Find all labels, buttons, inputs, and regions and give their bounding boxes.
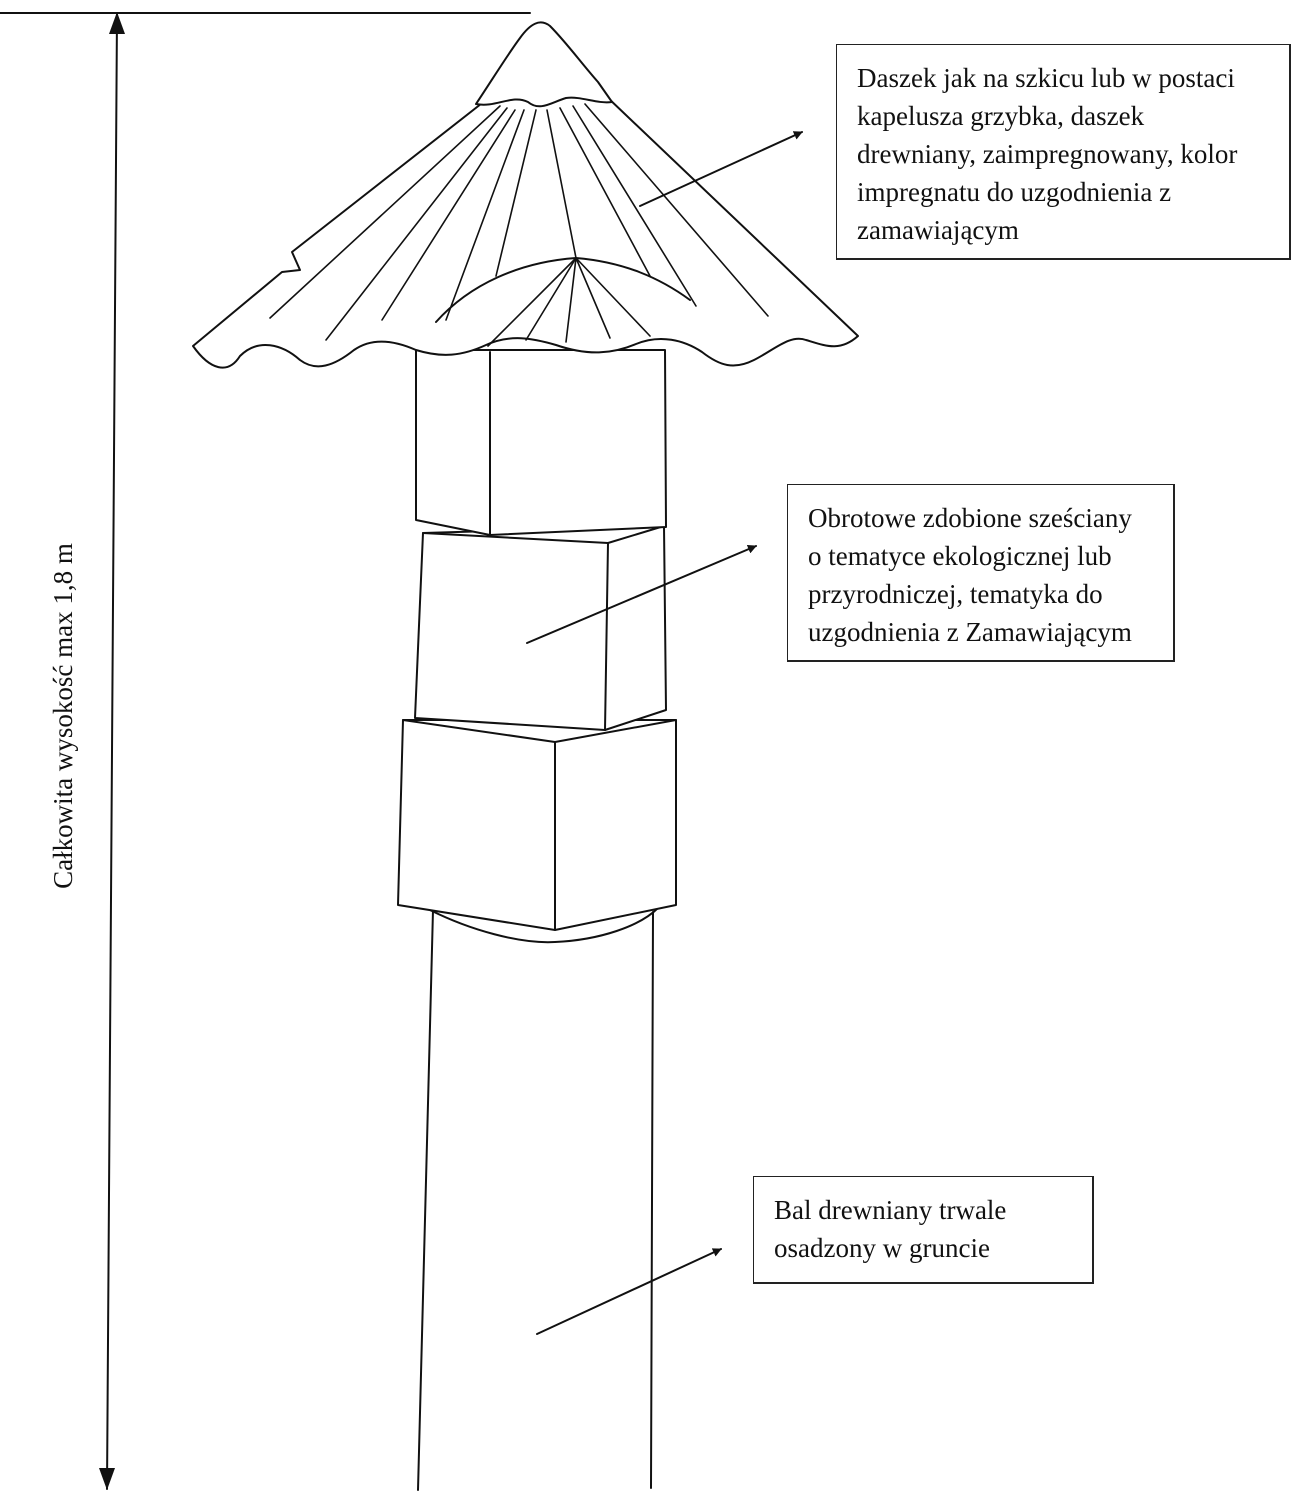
- middle-cube: [414, 525, 667, 731]
- roof-rib-inner-4: [575, 257, 611, 339]
- roof-rib-4: [445, 109, 525, 321]
- mushroom-roof: [192, 21, 859, 369]
- log-left-edge: [417, 909, 434, 1491]
- roof-rib-inner-5: [575, 257, 651, 337]
- dimension-top-arrowhead: [109, 12, 125, 34]
- roof-rib-inner-3: [565, 257, 577, 343]
- roof-rib-8: [572, 105, 697, 307]
- middle-cube-body: [414, 525, 667, 731]
- roof-rib-2: [325, 107, 508, 341]
- cubes-leader-arrow: [526, 545, 757, 644]
- log-leader-arrow: [536, 1248, 722, 1335]
- lower-cube-top-left: [402, 719, 556, 743]
- cubes-callout: Obrotowe zdobione sześciany o tematyce e…: [787, 484, 1175, 662]
- log-callout: Bal drewniany trwale osadzony w gruncie: [753, 1176, 1094, 1284]
- upper-cube-body: [415, 349, 667, 536]
- roof-rib-5: [495, 109, 537, 277]
- roof-rib-1: [269, 105, 501, 319]
- lower-cube-body: [397, 719, 677, 931]
- upper-cube: [415, 349, 667, 536]
- roof-rib-7: [559, 107, 651, 277]
- lower-cube-top-right: [554, 719, 677, 743]
- log-right-edge: [650, 911, 654, 1489]
- log-top-cap: [429, 907, 659, 944]
- roof-rib-3: [381, 109, 516, 321]
- roof-canopy: [192, 95, 859, 369]
- dimension-bottom-arrowhead: [99, 1468, 115, 1490]
- roof-rib-inner-1: [487, 257, 577, 347]
- middle-cube-top-left: [422, 532, 609, 544]
- roof-rib-inner-2: [525, 257, 577, 341]
- roof-leader-arrow: [639, 131, 803, 207]
- total-height-label: Całkowita wysokość max 1,8 m: [48, 543, 78, 889]
- wooden-log: [417, 907, 659, 1491]
- roof-cap: [475, 21, 613, 108]
- middle-cube-top-right: [607, 525, 665, 544]
- lower-cube: [397, 719, 677, 931]
- roof-rib-9: [584, 103, 769, 317]
- roof-callout: Daszek jak na szkicu lub w postaci kapel…: [836, 44, 1291, 260]
- roof-rib-6: [546, 109, 577, 259]
- middle-cube-edge: [604, 542, 609, 731]
- height-dimension: [0, 12, 531, 1490]
- dimension-arrow-line: [106, 13, 118, 1490]
